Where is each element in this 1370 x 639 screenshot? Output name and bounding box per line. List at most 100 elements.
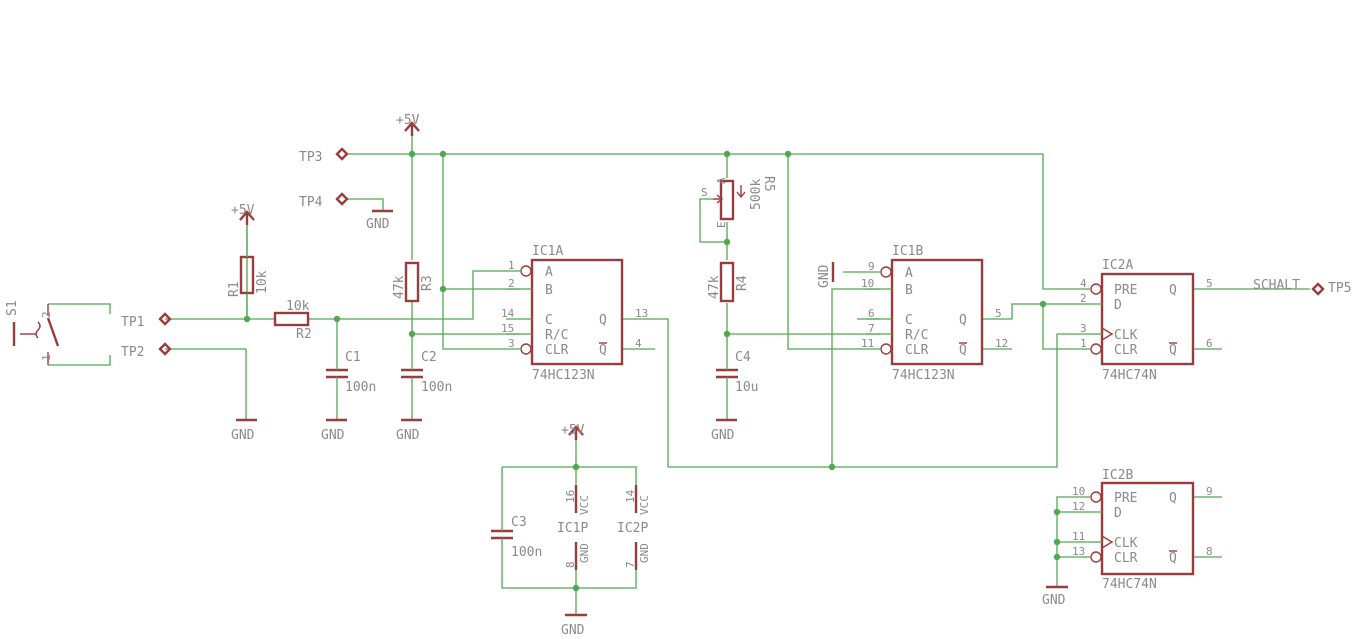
ic1b-in-clr: CLR [905, 343, 929, 358]
ic1b-pin-5: 5 [995, 307, 1002, 320]
ic1a-pin-3: 3 [508, 337, 515, 350]
r2-name: R2 [296, 327, 312, 342]
ic1p-vcc: VCC [578, 495, 591, 515]
r2-value: 10k [286, 299, 310, 314]
capacitor-c4: C4 10u [716, 350, 758, 395]
ic1b-pin-6: 6 [868, 307, 875, 320]
junction-r5-wiper [723, 238, 731, 246]
ic2b-name: IC2B [1102, 468, 1133, 483]
ic1b-pin-12: 12 [995, 337, 1008, 350]
junction-ic2b-1 [1053, 508, 1061, 516]
ic2a-in-d: D [1114, 298, 1122, 313]
junction-ic2b-3 [1053, 553, 1061, 561]
ic1b-out-qbar: Q [959, 343, 967, 358]
ic1a-pin-14: 14 [501, 307, 515, 320]
r4-name: R4 [735, 275, 750, 291]
gnd-label-tp4: GND [366, 217, 390, 232]
ic2p-name: IC2P [617, 521, 648, 536]
ic1a-pin-15: 15 [501, 322, 514, 335]
ic2a-pin-2: 2 [1080, 292, 1087, 305]
gnd-label-c4: GND [711, 428, 735, 443]
vcc-label-r3: +5V [396, 113, 420, 128]
c1-name: C1 [345, 350, 361, 365]
schalt-net-label: SCHALT [1253, 278, 1300, 293]
ic2a-pin-5: 5 [1206, 277, 1213, 290]
ic1a-in-rc: R/C [545, 328, 568, 343]
switch-label: S1 [5, 300, 20, 316]
r4-value: 47k [707, 275, 722, 299]
ic1a-in-a: A [545, 265, 553, 280]
r3-name: R3 [420, 275, 435, 291]
ic1a-monoflop: IC1A 74HC123N A B C R/C CLR Q Q 1 2 14 1… [501, 244, 648, 383]
ic2b-pin-8: 8 [1206, 545, 1213, 558]
ic2a-out-qbar: Q [1169, 343, 1177, 358]
tp3-label: TP3 [299, 150, 322, 165]
ic2b-pin-13: 13 [1072, 545, 1085, 558]
vcc-label-power: +5V [561, 423, 585, 438]
c2-value: 100n [421, 380, 452, 395]
potentiometer-r5: S A E 500k R5 [701, 176, 776, 228]
ic2a-in-clk: CLK [1114, 328, 1138, 343]
ic1b-pin-9: 9 [868, 260, 875, 273]
ic1b-monoflop: IC1B 74HC123N A B C R/C CLR Q Q 9 10 6 7… [861, 244, 1008, 383]
ic2b-out-q: Q [1169, 491, 1177, 506]
ic2a-part: 74HC74N [1102, 368, 1157, 383]
ic1b-out-q: Q [959, 313, 967, 328]
ic2p-gnd: GND [638, 543, 651, 563]
ic2b-pin-12: 12 [1072, 500, 1085, 513]
ic1b-pin-7: 7 [868, 322, 875, 335]
ic2b-in-clk: CLK [1114, 536, 1138, 551]
junction-pwr-top [572, 463, 580, 471]
ic2b-pin-11: 11 [1072, 530, 1085, 543]
resistor-r1: R1 10k [227, 225, 270, 319]
junction-ic2a-d [1039, 300, 1047, 308]
vcc-label-r1: +5V [231, 203, 255, 218]
ic1p-gnd: GND [578, 543, 591, 563]
junction-r4-c4 [723, 330, 731, 338]
c4-name: C4 [735, 350, 751, 365]
ic1a-in-c: C [545, 313, 553, 328]
c3-name: C3 [511, 515, 527, 530]
ic2a-pin-4: 4 [1080, 277, 1087, 290]
gnd-label-power: GND [561, 623, 585, 638]
supply-symbols: +5V +5V +5V GND GND GND GND GND GND GND … [231, 113, 1068, 638]
gnd-label-ic2b: GND [1042, 593, 1066, 608]
tp4-label: TP4 [299, 195, 323, 210]
r1-value: 10k [255, 270, 270, 294]
r3-value: 47k [392, 275, 407, 299]
power-unit-ic2p: 14 VCC IC2P GND 7 [617, 485, 651, 570]
c2-name: C2 [421, 350, 437, 365]
ic2a-in-clr: CLR [1114, 343, 1138, 358]
ic2b-in-d: D [1114, 506, 1122, 521]
resistor-r2: 10k R2 [273, 299, 312, 342]
ic1b-name: IC1B [892, 244, 923, 259]
ic1a-pin-2: 2 [508, 277, 515, 290]
resistor-r3: 47k R3 [392, 261, 435, 303]
ic1b-part: 74HC123N [892, 368, 955, 383]
ic2p-pin-14: 14 [624, 489, 637, 503]
c1-value: 100n [345, 380, 376, 395]
ic1a-pin-1: 1 [508, 259, 515, 272]
switch-s1: S1 2 1 [5, 300, 60, 365]
ic1b-pin-11: 11 [861, 337, 874, 350]
junction-r3-c2 [408, 330, 416, 338]
ic1p-name: IC1P [557, 521, 588, 536]
c4-value: 10u [735, 380, 758, 395]
ic1p-pin-8: 8 [564, 561, 577, 568]
ic2a-pin-3: 3 [1080, 322, 1087, 335]
ic1a-name: IC1A [532, 244, 563, 259]
junction-b-ic1a [439, 285, 447, 293]
ic2a-pin-6: 6 [1206, 337, 1213, 350]
gnd-label-c1: GND [321, 428, 345, 443]
ic2a-flipflop: IC2A 74HC74N PRE D CLK CLR Q Q 4 2 3 1 5… [1080, 258, 1213, 383]
power-unit-ic1p: 16 VCC IC1P GND 8 [557, 485, 591, 570]
ic2b-pin-10: 10 [1072, 485, 1085, 498]
r5-pin-a: A [715, 177, 728, 184]
switch-pin-2: 2 [40, 311, 53, 318]
ic2b-out-qbar: Q [1169, 551, 1177, 566]
gnd-label-tp2: GND [231, 428, 255, 443]
junction-vcc-ic1b [784, 150, 792, 158]
gnd-label-c2: GND [396, 428, 420, 443]
ic1a-out-q: Q [599, 313, 607, 328]
capacitor-c2: C2 100n [401, 350, 452, 395]
